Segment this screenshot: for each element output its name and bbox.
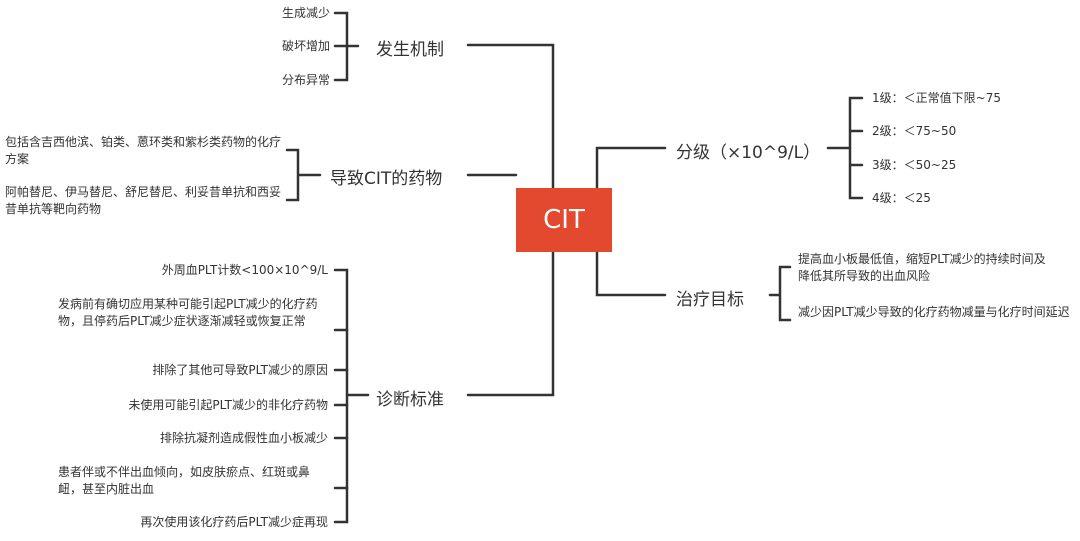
drug-item: 阿帕替尼、伊马替尼、舒尼替尼、利妥昔单抗和西妥昔单抗等靶向药物 <box>5 185 282 216</box>
grading-item: 2级：＜75~50 <box>872 124 957 138</box>
branch-mechanism: 发生机制 <box>376 40 444 60</box>
diagnosis-item: 外周血PLT计数<100×10^9/L <box>161 263 328 277</box>
branch-grading: 分级（×10^9/L） <box>676 143 821 163</box>
mechanism-item: 破坏增加 <box>281 39 330 53</box>
branch-goal: 治疗目标 <box>676 290 744 310</box>
branch-drugs: 导致CIT的药物 <box>330 169 443 189</box>
grading-item: 4级：＜25 <box>872 191 931 205</box>
diagnosis-item: 患者伴或不伴出血倾向，如皮肤瘀点、红斑或鼻衄，甚至内脏出血 <box>58 465 311 496</box>
diagnosis-item: 再次使用该化疗药后PLT减少症再现 <box>140 515 328 529</box>
grading-item: 3级：＜50~25 <box>872 158 957 172</box>
diagnosis-item: 发病前有确切应用某种可能引起PLT减少的化疗药物，且停药后PLT减少症状逐渐减轻… <box>58 297 318 328</box>
mechanism-item: 生成减少 <box>281 6 330 20</box>
goal-item: 提高血小板最低值，缩短PLT减少的持续时间及降低其所导致的出血风险 <box>798 252 1046 283</box>
goal-item: 减少因PLT减少导致的化疗药物减量与化疗时间延迟 <box>798 305 1070 319</box>
branch-diagnosis: 诊断标准 <box>376 390 444 410</box>
mechanism-item: 分布异常 <box>281 73 330 87</box>
center-node: CIT <box>516 188 612 252</box>
diagnosis-item: 未使用可能引起PLT减少的非化疗药物 <box>128 398 328 412</box>
drug-item: 包括含吉西他滨、铂类、蒽环类和紫杉类药物的化疗方案 <box>5 135 282 166</box>
diagnosis-item: 排除了其他可导致PLT减少的原因 <box>152 363 328 377</box>
diagnosis-item: 排除抗凝剂造成假性血小板减少 <box>159 431 328 445</box>
grading-item: 1级：＜正常值下限~75 <box>872 91 1001 105</box>
